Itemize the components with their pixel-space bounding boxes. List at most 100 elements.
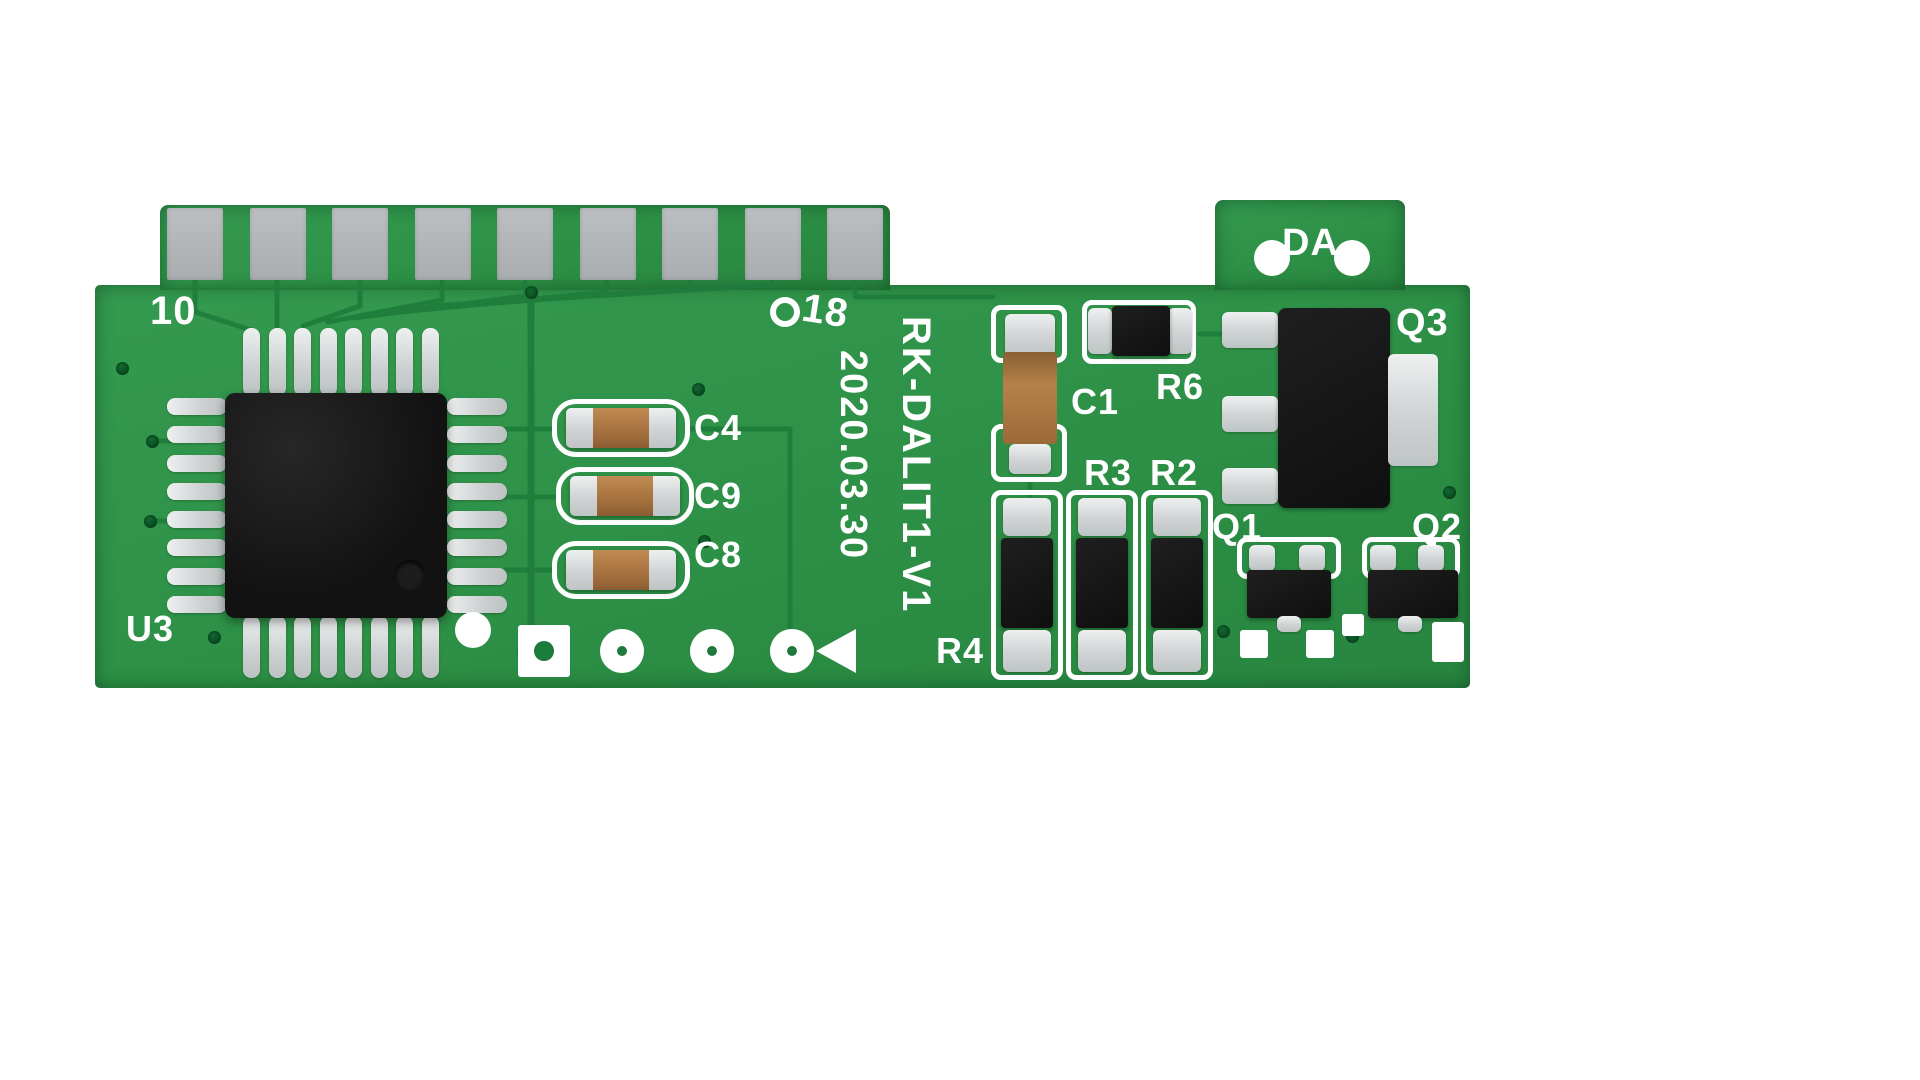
ic-u3-pins-left: [167, 398, 227, 613]
ic-pin: [447, 426, 507, 444]
transistor-q1-lead: [1277, 616, 1301, 632]
transistor-q3-tab: [1388, 354, 1438, 466]
resistor-terminal: [1168, 308, 1192, 354]
ic-pin: [167, 398, 227, 415]
capacitor-c1-terminal: [1005, 314, 1055, 356]
ic-pin: [294, 328, 312, 396]
mounting-pad-square: [518, 625, 570, 677]
label-c4: C4: [694, 407, 743, 448]
cap-ceramic: [593, 408, 649, 448]
via: [525, 286, 538, 299]
ic-pin: [447, 539, 507, 557]
label-c9: C9: [694, 475, 743, 516]
silkscreen-c9: [556, 467, 694, 525]
ic-pin: [345, 616, 363, 678]
through-hole-pad: [770, 629, 814, 673]
transistor-q2-lead: [1398, 616, 1422, 632]
ic-pin: [319, 616, 337, 678]
transistor-q2-lead: [1418, 545, 1444, 571]
resistor-terminal: [1078, 498, 1126, 536]
connector-finger: [497, 208, 553, 280]
ic-pin: [421, 328, 439, 396]
capacitor-c9: [570, 476, 680, 516]
capacitor-c1-body: [1003, 352, 1057, 444]
capacitor-c1-terminal: [1009, 444, 1051, 474]
transistor-q2-body: [1368, 570, 1458, 618]
label-r2: R2: [1150, 452, 1199, 493]
copper-trace: [852, 279, 996, 300]
via: [208, 631, 221, 644]
ic-u3-pins-top: [243, 328, 439, 396]
label-r3: R3: [1084, 452, 1133, 493]
resistor-terminal: [1003, 630, 1051, 672]
ic-pin: [421, 616, 439, 678]
label-r6: R6: [1156, 366, 1205, 407]
plated-hole-ring: [770, 297, 800, 327]
label-pin10: 10: [150, 289, 197, 333]
ic-pin1-marker: [395, 560, 425, 590]
solder-pad: [1342, 614, 1364, 636]
solder-pad: [1306, 630, 1334, 658]
resistor-r2-body: [1151, 538, 1203, 628]
connector-finger: [744, 208, 801, 280]
label-c8: C8: [694, 534, 743, 575]
connector-finger: [414, 208, 471, 280]
via: [144, 515, 157, 528]
solder-pad-round: [455, 612, 491, 648]
ic-pin: [167, 567, 227, 585]
resistor-terminal: [1078, 630, 1126, 672]
ic-pin: [447, 398, 507, 415]
ic-pin: [396, 616, 414, 678]
ic-pin: [167, 454, 227, 472]
resistor-terminal: [1153, 630, 1201, 672]
ic-pin: [447, 482, 507, 500]
connector-finger: [827, 208, 883, 280]
ic-pin: [370, 328, 388, 396]
ic-pin: [294, 616, 312, 678]
label-da: DA: [1282, 222, 1339, 264]
resistor-terminal: [1088, 308, 1112, 354]
copper-trace: [427, 279, 775, 309]
capacitor-c4: [566, 408, 676, 448]
transistor-q1-lead: [1249, 545, 1275, 571]
through-hole-pad: [600, 629, 644, 673]
label-c1: C1: [1071, 381, 1120, 422]
pad-hole: [787, 646, 797, 656]
cap-terminal: [649, 408, 676, 448]
ic-pin: [167, 482, 227, 500]
resistor-terminal: [1003, 498, 1051, 536]
via: [698, 535, 711, 548]
ic-pin: [167, 595, 227, 613]
connector-finger: [662, 208, 718, 280]
da-hole-left: [1254, 240, 1290, 276]
via: [116, 362, 129, 375]
silkscreen-r6: [1082, 300, 1196, 364]
cap-terminal: [653, 476, 680, 516]
through-hole-pad: [690, 629, 734, 673]
ic-pin: [345, 328, 363, 396]
label-model: RK-DALIT1-V1: [894, 316, 938, 614]
ic-pin: [268, 616, 286, 678]
ic-pin: [243, 328, 260, 396]
capacitor-c8: [566, 550, 676, 590]
ic-pin: [167, 539, 227, 557]
transistor-q3-body: [1278, 308, 1390, 508]
transistor-q3-lead: [1222, 396, 1278, 432]
connector-finger: [579, 208, 636, 280]
edge-connector: [167, 208, 883, 280]
cap-terminal: [566, 550, 593, 590]
transistor-q1-body: [1247, 570, 1331, 618]
resistor-terminal: [1153, 498, 1201, 536]
copper-trace: [300, 279, 363, 329]
cap-terminal: [566, 408, 593, 448]
label-q3: Q3: [1396, 302, 1449, 344]
silkscreen-r2: [1141, 490, 1213, 680]
ic-pin: [447, 454, 507, 472]
label-r4: R4: [936, 630, 985, 671]
via: [1443, 486, 1456, 499]
ic-pin: [319, 328, 337, 396]
transistor-q2-lead: [1370, 545, 1396, 571]
resistor-r4-body: [1001, 538, 1053, 628]
ic-pin: [167, 426, 227, 444]
